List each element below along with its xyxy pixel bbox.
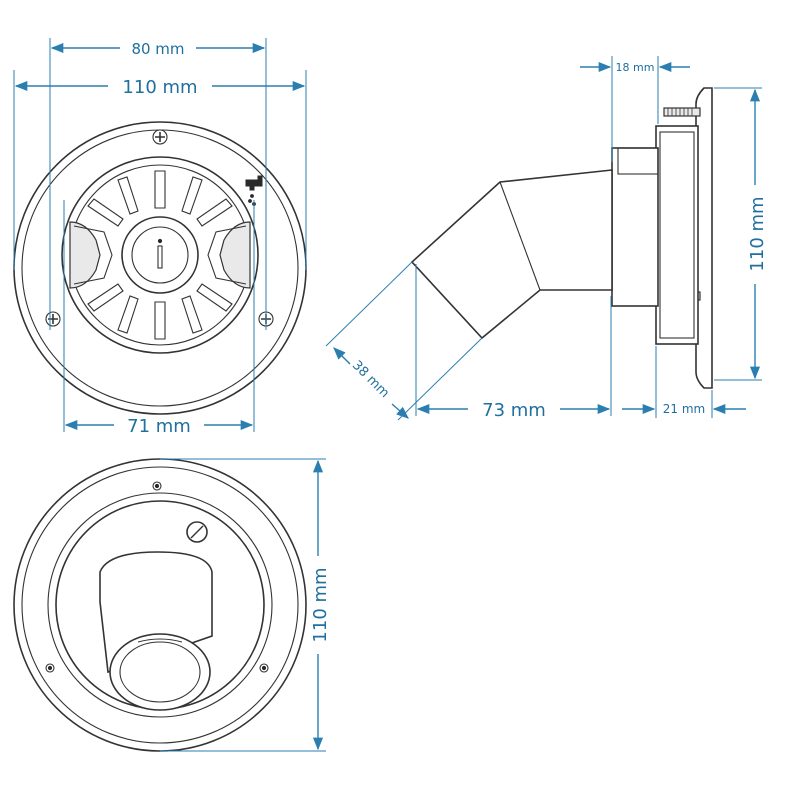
screw-hole-center <box>47 665 53 671</box>
front-left-wing <box>69 221 101 289</box>
screw-icon <box>152 481 162 491</box>
dim-front-inner-width: 80 mm <box>131 40 184 58</box>
side-flange-plate <box>695 87 713 389</box>
rib <box>154 170 166 209</box>
screw-icon <box>152 129 168 145</box>
rib <box>154 301 166 340</box>
front-hub-outer <box>121 216 199 294</box>
dim-side-flange-depth: 21 mm <box>663 402 705 416</box>
rib <box>181 176 203 215</box>
rib <box>196 283 233 312</box>
dim-rear-height: 110 mm <box>310 567 331 642</box>
screw-icon <box>45 663 55 673</box>
rib <box>181 295 203 334</box>
rear-inner-ring <box>47 492 273 718</box>
rib <box>117 295 139 334</box>
faucet-icon <box>245 175 263 206</box>
rib <box>87 283 124 312</box>
front-ribs <box>87 170 233 340</box>
rear-spout-opening <box>109 633 211 711</box>
front-right-wing-edge <box>207 225 247 285</box>
rib <box>117 176 139 215</box>
side-spout <box>410 169 613 340</box>
side-back-housing <box>611 147 659 307</box>
side-back-step <box>617 147 659 175</box>
side-cup-inner <box>659 131 695 339</box>
front-hub-cap <box>131 226 189 284</box>
side-cup-body <box>655 125 699 345</box>
rear-drain-slot <box>190 525 204 539</box>
front-hub-dot <box>157 238 163 244</box>
dim-front-mount-width: 71 mm <box>127 416 191 437</box>
front-view: 80 mm 110 mm 71 mm <box>13 38 307 437</box>
side-view: 18 mm 110 mm 73 mm 21 mm 38 mm <box>325 56 768 421</box>
dim-side-depth-top: 18 mm <box>616 61 655 74</box>
rear-spout-inner <box>119 641 201 703</box>
screw-icon <box>259 663 269 673</box>
ext-line <box>325 261 413 347</box>
dim-line <box>333 347 351 365</box>
screw-hole-center <box>261 665 267 671</box>
ext-line <box>397 337 483 421</box>
screw-icon <box>45 311 61 327</box>
rear-spout-lip <box>137 638 183 643</box>
side-bolt-top <box>663 107 701 117</box>
dim-front-outer-width: 110 mm <box>122 77 197 98</box>
screw-hole-center <box>154 483 160 489</box>
dim-line <box>391 403 409 419</box>
dim-side-height: 110 mm <box>747 196 768 271</box>
rib <box>196 198 233 227</box>
rear-view: 110 mm <box>13 458 331 752</box>
side-spout-edge <box>499 181 541 291</box>
front-right-wing <box>219 221 251 289</box>
dim-side-spout-length: 73 mm <box>482 400 546 421</box>
rib <box>87 198 124 227</box>
front-hub-slot <box>157 245 163 269</box>
rear-flange-rim <box>21 466 299 744</box>
dim-side-spout-diameter: 38 mm <box>349 358 392 401</box>
front-left-wing-edge <box>73 225 113 285</box>
